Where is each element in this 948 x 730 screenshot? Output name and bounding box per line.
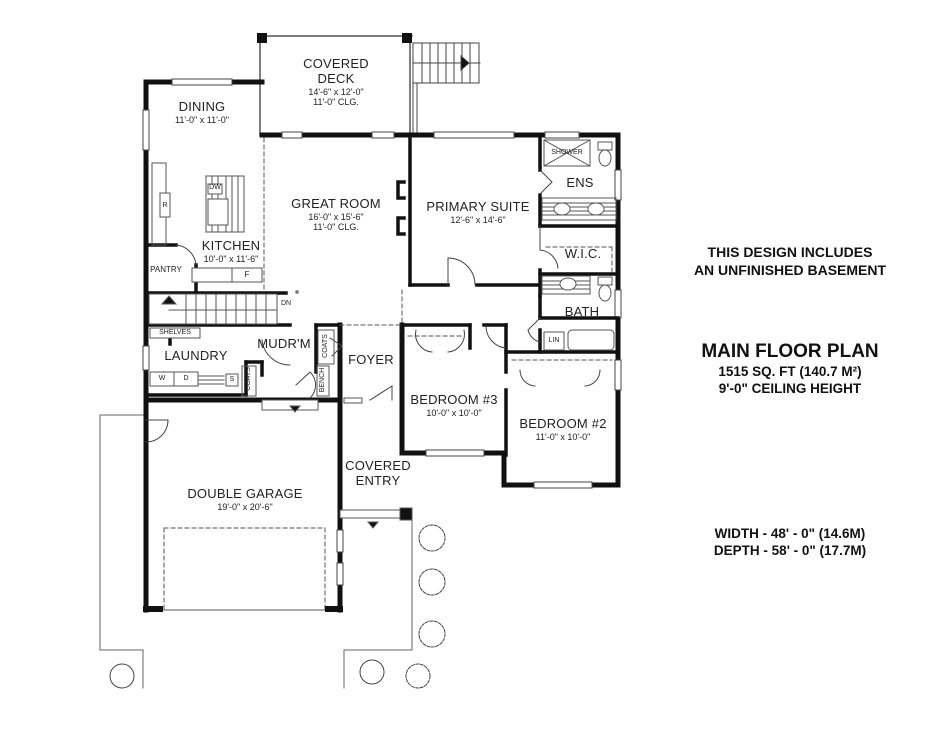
basement-note: THIS DESIGN INCLUDES AN UNFINISHED BASEM… <box>660 243 920 279</box>
room-laundry: LAUNDRY <box>164 348 228 363</box>
garage-dims: 19'-0" x 20'-6" <box>217 501 273 512</box>
room-great-room: GREAT ROOM 16'-0" x 15'-6" 11'-0" CLG. <box>276 196 396 233</box>
covered-deck-dims: 14'-6" x 12'-0" <box>308 86 364 97</box>
great-room-ceiling: 11'-0" CLG. <box>313 222 359 233</box>
room-wic: W.I.C. <box>564 246 602 261</box>
washer-label: W <box>158 375 166 382</box>
covered-deck-name-2: DECK <box>317 70 355 86</box>
plan-width: WIDTH - 48' - 0" (14.6M) <box>714 526 866 541</box>
bench-label: BENCH <box>318 367 326 393</box>
covered-deck-name: COVERED <box>303 56 369 71</box>
sink-label: S <box>229 376 235 383</box>
garage-name: DOUBLE GARAGE <box>187 486 303 501</box>
dining-name: DINING <box>178 99 226 114</box>
shelves-label: SHELVES <box>159 329 191 336</box>
room-double-garage: DOUBLE GARAGE 19'-0" x 20'-6" <box>170 486 320 512</box>
pantry-label: PANTRY <box>150 265 182 274</box>
dishwasher-label: DW <box>209 184 221 191</box>
coats-laundry-label: COATS <box>244 367 252 391</box>
entry-details <box>261 397 413 529</box>
windows <box>142 78 622 586</box>
plan-title: MAIN FLOOR PLAN <box>701 341 879 362</box>
plan-summary: MAIN FLOOR PLAN 1515 SQ. FT (140.7 M²) 9… <box>660 341 920 397</box>
covered-deck-outline <box>257 33 413 136</box>
site-lines <box>99 414 413 689</box>
covered-entry-name-2: ENTRY <box>355 472 401 488</box>
refrigerator-label: R <box>162 202 168 209</box>
dining-dims: 11'-0" x 11'-0" <box>174 114 230 125</box>
primary-suite-dims: 12'-6" x 14'-6" <box>450 214 506 225</box>
bath-fixtures <box>541 139 617 351</box>
basement-note-line2: AN UNFINISHED BASEMENT <box>693 262 887 278</box>
dryer-label: D <box>183 375 189 382</box>
plan-depth: DEPTH - 58' - 0" (17.7M) <box>713 543 867 558</box>
kitchen-name: KITCHEN <box>201 238 261 253</box>
room-bedroom-3: BEDROOM #3 10'-0" x 10'-0" <box>402 392 506 418</box>
basement-note-line1: THIS DESIGN INCLUDES <box>707 244 873 260</box>
primary-suite-name: PRIMARY SUITE <box>426 199 530 214</box>
covered-entry-name: COVERED <box>345 458 411 473</box>
covered-deck-ceiling: 11'-0" CLG. <box>313 97 359 108</box>
main-stairs <box>148 293 278 325</box>
bedroom-3-dims: 10'-0" x 10'-0" <box>426 407 482 418</box>
deck-stairs <box>412 42 481 136</box>
room-mudroom: MUDR'M <box>257 336 311 351</box>
stairs-down-label: DN <box>280 300 292 307</box>
great-room-name: GREAT ROOM <box>291 196 381 211</box>
room-primary-suite: PRIMARY SUITE 12'-6" x 14'-6" <box>418 199 538 225</box>
plan-dimensions: WIDTH - 48' - 0" (14.6M) DEPTH - 58' - 0… <box>660 525 920 559</box>
room-covered-deck: COVERED DECK 14'-6" x 12'-0" 11'-0" CLG. <box>276 56 396 108</box>
plan-ceiling-height: 9'-0" CEILING HEIGHT <box>718 381 862 396</box>
room-covered-entry: COVERED ENTRY <box>340 458 416 489</box>
laundry-fixtures <box>149 327 335 397</box>
freezer-label: F <box>244 270 250 279</box>
landscaping-shrubs <box>109 524 446 689</box>
coats-foyer-label: COATS <box>321 334 329 358</box>
room-bedroom-2: BEDROOM #2 11'-0" x 10'-0" <box>510 416 616 442</box>
shower-label: SHOWER <box>551 149 583 156</box>
linen-label: LIN <box>548 337 560 344</box>
bedroom-2-dims: 11'-0" x 10'-0" <box>535 431 591 442</box>
room-bath: BATH <box>564 304 600 319</box>
room-ensuite: ENS <box>566 175 594 190</box>
bedroom-3-name: BEDROOM #3 <box>410 392 498 407</box>
kitchen-fixtures <box>151 162 263 283</box>
bedroom-2-name: BEDROOM #2 <box>519 416 607 431</box>
room-kitchen: KITCHEN 10'-0" x 11'-6" <box>186 238 276 264</box>
plan-area: 1515 SQ. FT (140.7 M²) <box>718 364 862 379</box>
great-room-dims: 16'-0" x 15'-6" <box>308 211 364 222</box>
dashed-boundaries <box>163 137 613 611</box>
room-foyer: FOYER <box>348 352 394 367</box>
exterior-walls <box>143 79 621 613</box>
kitchen-dims: 10'-0" x 11'-6" <box>203 253 259 264</box>
room-dining: DINING 11'-0" x 11'-0" <box>152 99 252 125</box>
interior-walls <box>144 133 620 457</box>
